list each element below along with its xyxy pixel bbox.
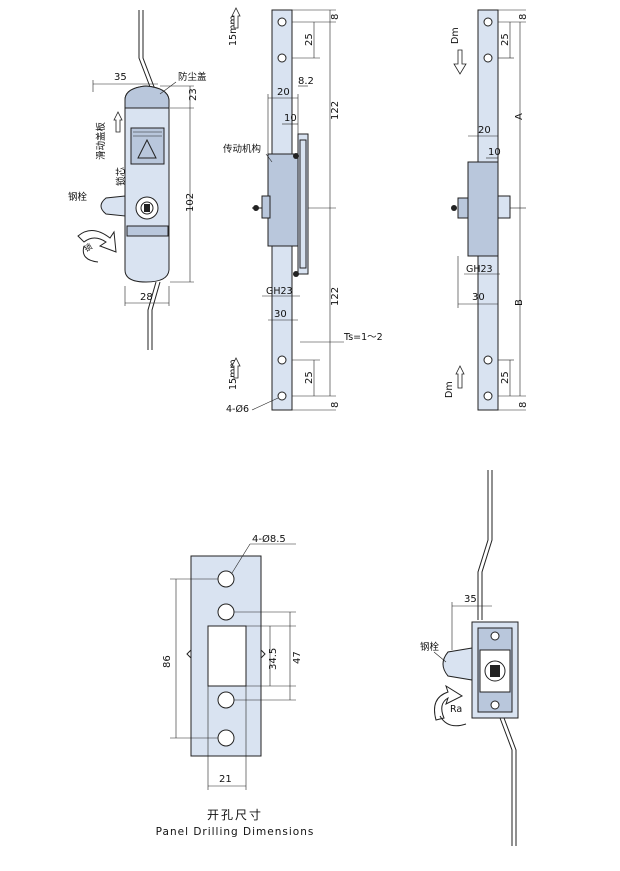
dim-back-8-top: 8 (518, 14, 529, 20)
dim-back-a: A (514, 113, 525, 120)
side-view: 25 8 122 122 25 8 8.2 20 10 GH23 30 传动机构… (223, 7, 383, 415)
rotate-arrow-icon (77, 230, 117, 253)
label-stroke-bot: 15mm (228, 359, 239, 390)
dim-side-10: 10 (284, 113, 297, 124)
dim-side-25-top: 25 (304, 33, 315, 46)
dim-iso-35: 35 (464, 594, 477, 605)
dim-side-8-bot: 8 (330, 402, 341, 408)
dim-side-8-top: 8 (330, 14, 341, 20)
label-iso-steel-bolt: 钢栓 (420, 641, 440, 653)
label-ra: Ra (450, 704, 462, 715)
dim-back-30: 30 (472, 292, 485, 303)
slide-arrow-icon (113, 111, 123, 133)
label-side-holes: 4-Ø6 (226, 404, 249, 415)
dim-panel-34-5: 34.5 (268, 648, 279, 670)
iso-steel-bolt (442, 647, 473, 681)
dim-back-25-top: 25 (500, 33, 511, 46)
dim-35: 35 (114, 72, 127, 83)
label-back-gh23: GH23 (466, 264, 493, 275)
down-arrow-icon (453, 49, 467, 75)
label-ts: Ts=1～2 (343, 332, 383, 343)
panel-cutout (207, 625, 247, 687)
caption-en: Panel Drilling Dimensions (155, 826, 315, 838)
back-view: 25 8 A B 25 8 20 10 GH23 30 Dm Dm (444, 9, 529, 411)
dim-panel-86: 86 (162, 655, 173, 668)
dim-back-b: B (514, 299, 525, 306)
dim-side-30: 30 (274, 309, 287, 320)
dim-panel-21: 21 (219, 774, 232, 785)
iso-view: Ra 钢栓 35 (420, 470, 519, 846)
dim-back-8-bot: 8 (518, 402, 529, 408)
label-mechanism: 传动机构 (223, 143, 261, 155)
dim-23: 23 (188, 88, 199, 101)
label-dm-top: Dm (450, 27, 461, 44)
dim-side-122-bot: 122 (330, 287, 341, 306)
label-lock-core: 锁芯 (115, 166, 127, 186)
caption-cn: 开孔尺寸 (206, 808, 263, 822)
label-sliding-cover: 滑动盖板 (95, 121, 107, 160)
handle-body (124, 85, 170, 283)
up-arrow-icon-3 (455, 365, 465, 389)
dim-side-20: 20 (277, 87, 290, 98)
dim-side-25-bot: 25 (304, 371, 315, 384)
front-view: 锁 35 23 102 28 防尘盖 滑动盖板 锁芯 钢栓 (68, 10, 207, 350)
sliding-cover (130, 127, 165, 165)
dim-102: 102 (185, 193, 196, 212)
dim-back-10: 10 (488, 147, 501, 158)
label-dust-cover: 防尘盖 (178, 71, 207, 83)
label-steel-bolt: 钢栓 (68, 191, 88, 203)
iso-rotate-arrow-icon (434, 684, 464, 721)
panel-view: 4-Ø8.5 86 34.5 47 21 (162, 533, 303, 790)
up-arrow-icon (231, 7, 241, 29)
label-stroke-top: 15mm (228, 15, 239, 46)
steel-bolt (100, 195, 126, 217)
up-arrow-icon-2 (231, 357, 241, 379)
dim-side-8-2: 8.2 (298, 76, 314, 87)
dim-side-122-top: 122 (330, 101, 341, 120)
dim-panel-holes: 4-Ø8.5 (252, 533, 286, 545)
dim-panel-47: 47 (292, 651, 303, 664)
dim-28: 28 (140, 292, 153, 303)
rotate-label: 锁 (82, 241, 94, 254)
label-dm-bot: Dm (444, 381, 455, 398)
dim-back-25-bot: 25 (500, 371, 511, 384)
label-side-gh23: GH23 (266, 286, 293, 297)
dim-back-20: 20 (478, 125, 491, 136)
